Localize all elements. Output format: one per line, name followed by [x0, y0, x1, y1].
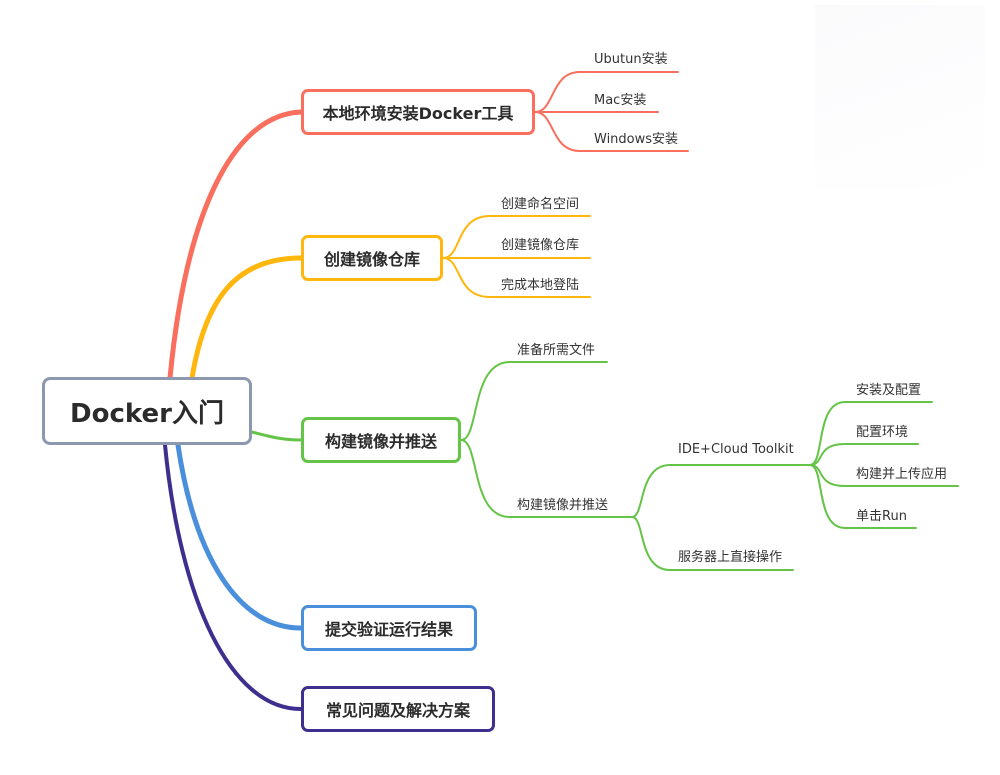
subtopic-config-env[interactable]: 配置环境: [856, 425, 909, 440]
connector-root-install: [167, 109, 304, 381]
connector-config-env: [809, 443, 919, 466]
subtopic-ubuntu-install[interactable]: Ubutun安装: [594, 52, 668, 67]
subtopic-local-login[interactable]: 完成本地登陆: [501, 278, 580, 293]
connector-root-repo: [189, 255, 304, 381]
connector-namespace: [442, 215, 591, 259]
topic-create-repo[interactable]: 创建镜像仓库: [301, 235, 443, 281]
subtopic-prepare-files[interactable]: 准备所需文件: [517, 343, 596, 358]
connector-root-verify: [175, 442, 304, 631]
subtopic-ide-cloud-toolkit[interactable]: IDE+Cloud Toolkit: [678, 442, 794, 457]
connector-windows: [534, 111, 689, 152]
connector-server: [631, 516, 794, 571]
connector-ide: [631, 464, 811, 518]
subtopic-build-push[interactable]: 构建镜像并推送: [517, 498, 609, 513]
subtopic-install-config[interactable]: 安装及配置: [856, 383, 922, 398]
connector-root-build: [250, 430, 303, 442]
root-topic[interactable]: Docker入门: [42, 377, 252, 445]
subtopic-build-upload-app[interactable]: 构建并上传应用: [856, 467, 948, 482]
connector-ubuntu: [534, 71, 679, 113]
subtopic-server-direct[interactable]: 服务器上直接操作: [678, 550, 783, 565]
subtopic-create-image-repo[interactable]: 创建镜像仓库: [501, 238, 580, 253]
subtopic-create-namespace[interactable]: 创建命名空间: [501, 197, 580, 212]
subtopic-mac-install[interactable]: Mac安装: [594, 93, 647, 108]
topic-verify-result[interactable]: 提交验证运行结果: [301, 605, 477, 651]
topic-build-push[interactable]: 构建镜像并推送: [301, 417, 461, 463]
connector-login: [442, 257, 591, 298]
subtopic-click-run[interactable]: 单击Run: [856, 509, 907, 524]
connector-build-sub: [460, 439, 633, 518]
topic-faq[interactable]: 常见问题及解决方案: [301, 686, 495, 732]
topic-install-docker[interactable]: 本地环境安装Docker工具: [301, 89, 535, 135]
subtopic-windows-install[interactable]: Windows安装: [594, 132, 679, 147]
watermark-ghost: [815, 5, 985, 190]
connector-prepare: [460, 361, 608, 441]
connector-build-upload: [809, 464, 959, 487]
connector-install-config: [809, 401, 933, 466]
connector-click-run: [809, 464, 917, 529]
connector-root-faq: [163, 443, 303, 711]
